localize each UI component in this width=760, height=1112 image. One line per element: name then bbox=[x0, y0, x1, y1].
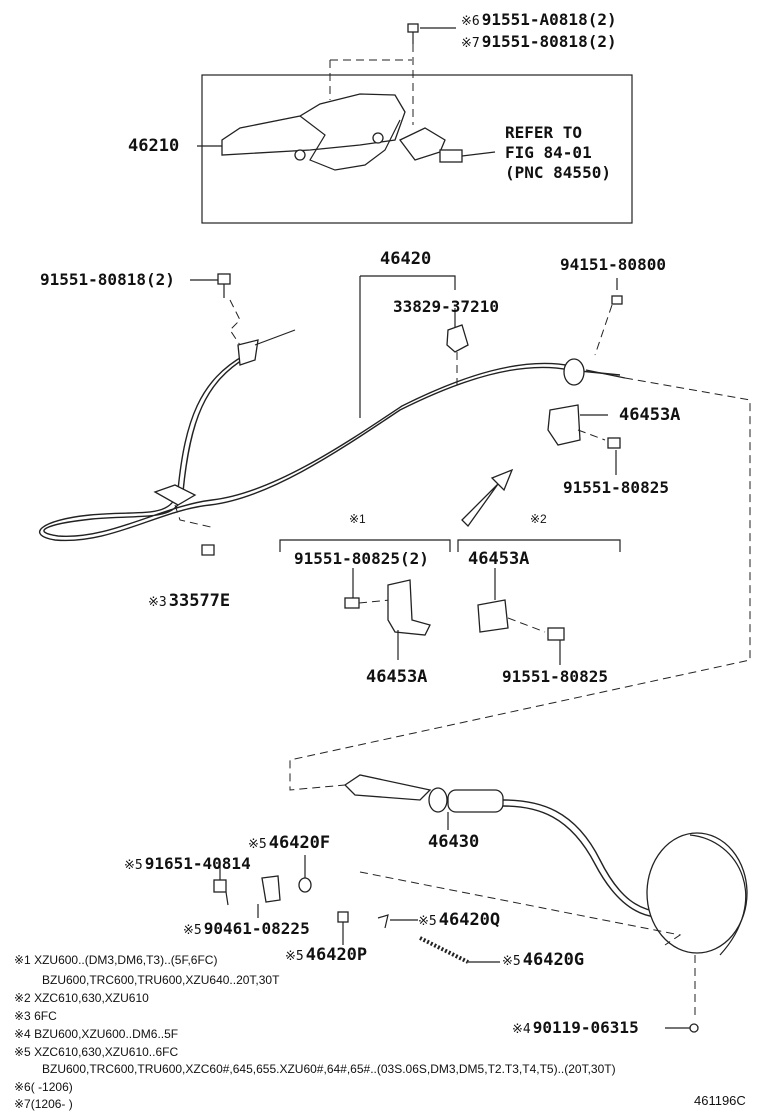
note-5: ※5 XZC610,630,XZU610..6FC bbox=[14, 1045, 179, 1059]
refer-line-3: (PNC 84550) bbox=[505, 163, 611, 182]
callout-91551-80825-right: 91551-80825 bbox=[563, 478, 669, 497]
group1-bracket-part bbox=[344, 568, 431, 660]
callout-91551-80825-2: 91551-80825(2) bbox=[294, 549, 429, 568]
clip-33577E bbox=[201, 544, 215, 556]
callout-94151-80800: 94151-80800 bbox=[560, 255, 666, 274]
leader-46420 bbox=[359, 275, 456, 418]
group-2-mark: ※2 bbox=[530, 512, 547, 526]
figure-code: 461196C bbox=[694, 1093, 746, 1108]
section-link bbox=[289, 377, 751, 791]
parking-lever bbox=[197, 59, 496, 171]
group2-bracket-part bbox=[477, 568, 565, 665]
group-1-mark: ※1 bbox=[349, 512, 366, 526]
direction-arrow bbox=[461, 468, 514, 528]
callout-46453A-right: 46453A bbox=[619, 405, 681, 425]
lower-hardware bbox=[213, 855, 500, 964]
callout-46453A-group2: 46453A bbox=[468, 549, 530, 569]
clip-33829 bbox=[446, 324, 469, 353]
callout-46453A-group1: 46453A bbox=[366, 667, 428, 687]
note-4: ※4 BZU600,XZU600..DM6..5F bbox=[14, 1027, 179, 1041]
note-5-cont: BZU600,TRC600,TRU600,XZC60#,645,655.XZU6… bbox=[42, 1062, 616, 1076]
callout-33829-37210: 33829-37210 bbox=[393, 297, 499, 316]
top-bolt bbox=[407, 23, 456, 125]
callout-46210: 46210 bbox=[128, 136, 180, 156]
left-bolt bbox=[190, 273, 296, 366]
note-1: ※1 XZU600..(DM3,DM6,T3)..(5F,6FC) bbox=[14, 953, 218, 967]
note-1-cont: BZU600,TRC600,TRU600,XZU640..20T,30T bbox=[42, 973, 280, 987]
callout-91551-80825-group2: 91551-80825 bbox=[502, 667, 608, 686]
refer-line-2: FIG 84-01 bbox=[505, 143, 592, 162]
cable-right-end bbox=[547, 278, 626, 475]
lever-assembly-box bbox=[201, 74, 633, 224]
callout-46420: 46420 bbox=[380, 249, 432, 269]
callout-91551-80818-left: 91551-80818(2) bbox=[40, 270, 175, 289]
rear-cable bbox=[343, 774, 748, 1033]
refer-line-1: REFER TO bbox=[505, 123, 583, 142]
group-bracket-1 bbox=[279, 539, 451, 552]
group-bracket-2 bbox=[457, 539, 621, 552]
callout-46430: 46430 bbox=[428, 832, 480, 852]
note-6: ※6( -1206) bbox=[14, 1080, 73, 1094]
note-2: ※2 XZC610,630,XZU610 bbox=[14, 991, 149, 1005]
note-7: ※7(1206- ) bbox=[14, 1097, 73, 1111]
note-3: ※3 6FC bbox=[14, 1009, 57, 1023]
